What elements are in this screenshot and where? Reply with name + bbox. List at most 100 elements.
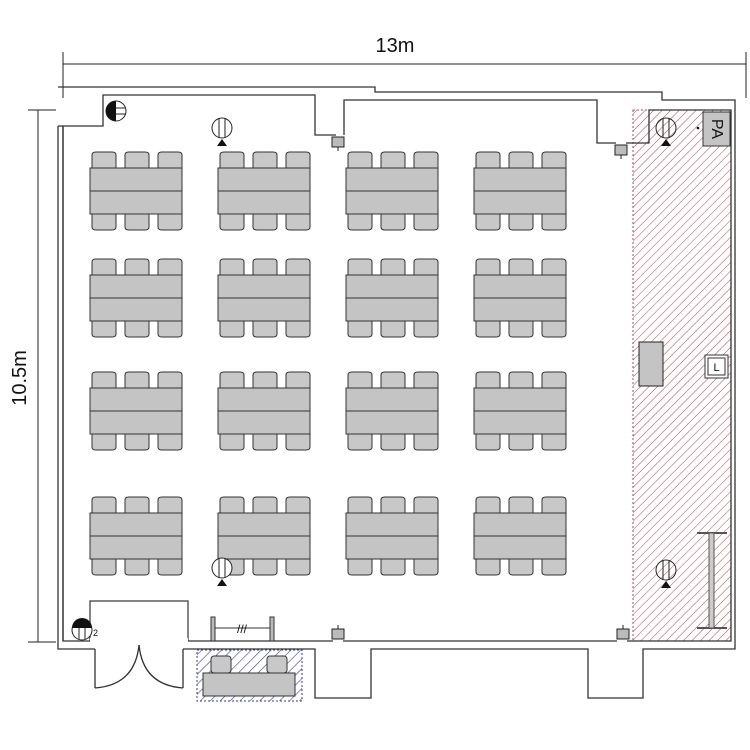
chair (252, 496, 278, 514)
coat-rack: /// (210, 616, 275, 642)
chair (91, 213, 117, 231)
chair (413, 320, 439, 338)
chair (91, 258, 117, 276)
chair (124, 558, 150, 576)
chair (91, 558, 117, 576)
chair (91, 151, 117, 169)
chair (124, 371, 150, 389)
speaker-icon (655, 559, 677, 588)
chair (252, 213, 278, 231)
table (217, 512, 311, 537)
table (89, 512, 183, 537)
chair (380, 320, 406, 338)
chair (347, 558, 373, 576)
chair (380, 558, 406, 576)
height-label: 10.5m (9, 350, 31, 406)
chair (413, 558, 439, 576)
seating-area (89, 151, 567, 576)
table (89, 387, 183, 412)
chair (91, 320, 117, 338)
chair (285, 151, 311, 169)
chair (508, 496, 534, 514)
table-group (89, 151, 183, 231)
lectern-label: L (713, 362, 719, 374)
table-group (473, 496, 567, 576)
table-group (217, 496, 311, 576)
chair (285, 433, 311, 451)
table-group (89, 496, 183, 576)
chair (475, 151, 501, 169)
table (217, 410, 311, 435)
table (473, 297, 567, 322)
chair (541, 496, 567, 514)
table (345, 387, 439, 412)
door-right-swing (138, 644, 184, 689)
width-dimension: 13m (62, 35, 747, 98)
chair (413, 433, 439, 451)
speaker-icon (211, 117, 233, 146)
lectern: L (704, 354, 729, 379)
chair (285, 371, 311, 389)
chair (475, 496, 501, 514)
table-group (217, 371, 311, 451)
chair (380, 258, 406, 276)
chair (475, 433, 501, 451)
chair (347, 213, 373, 231)
chair (285, 258, 311, 276)
width-label: 13m (376, 35, 415, 57)
chair (541, 371, 567, 389)
chair (219, 496, 245, 514)
table (473, 274, 567, 299)
table (473, 190, 567, 215)
chair (508, 320, 534, 338)
chair (91, 433, 117, 451)
table-group (345, 371, 439, 451)
chair (380, 496, 406, 514)
table-group (89, 371, 183, 451)
chair (252, 558, 278, 576)
table-group (217, 151, 311, 231)
speaker-icon (211, 557, 233, 586)
chair (252, 258, 278, 276)
chair (157, 558, 183, 576)
chair (508, 433, 534, 451)
table-group (89, 258, 183, 338)
table (473, 512, 567, 537)
chair (475, 371, 501, 389)
chair (541, 151, 567, 169)
ceiling-fixture-icon (614, 144, 628, 159)
chair (380, 433, 406, 451)
chair (541, 320, 567, 338)
chair (541, 213, 567, 231)
table (89, 297, 183, 322)
table-group (217, 258, 311, 338)
pa-label: PA (708, 119, 725, 139)
pa-box[interactable]: PA (696, 111, 731, 147)
chair (219, 320, 245, 338)
table (345, 297, 439, 322)
entrance[interactable] (89, 600, 189, 689)
chair (219, 258, 245, 276)
door-left-swing (94, 644, 140, 689)
chair (219, 433, 245, 451)
speaker-icon (655, 117, 677, 146)
outlet-2-icon: 2 (71, 618, 98, 641)
table (217, 167, 311, 192)
table (473, 387, 567, 412)
chair (541, 558, 567, 576)
ceiling-fixture-icon (616, 625, 630, 640)
table (345, 190, 439, 215)
table-group (473, 258, 567, 338)
chair (380, 371, 406, 389)
table (217, 387, 311, 412)
chair (475, 213, 501, 231)
chair (508, 151, 534, 169)
chair (124, 213, 150, 231)
chair (219, 151, 245, 169)
chair (157, 320, 183, 338)
chair (91, 371, 117, 389)
chair (157, 213, 183, 231)
chair (252, 371, 278, 389)
outlet-count-label: 2 (93, 628, 98, 638)
wall-outlet-icon (105, 100, 127, 122)
